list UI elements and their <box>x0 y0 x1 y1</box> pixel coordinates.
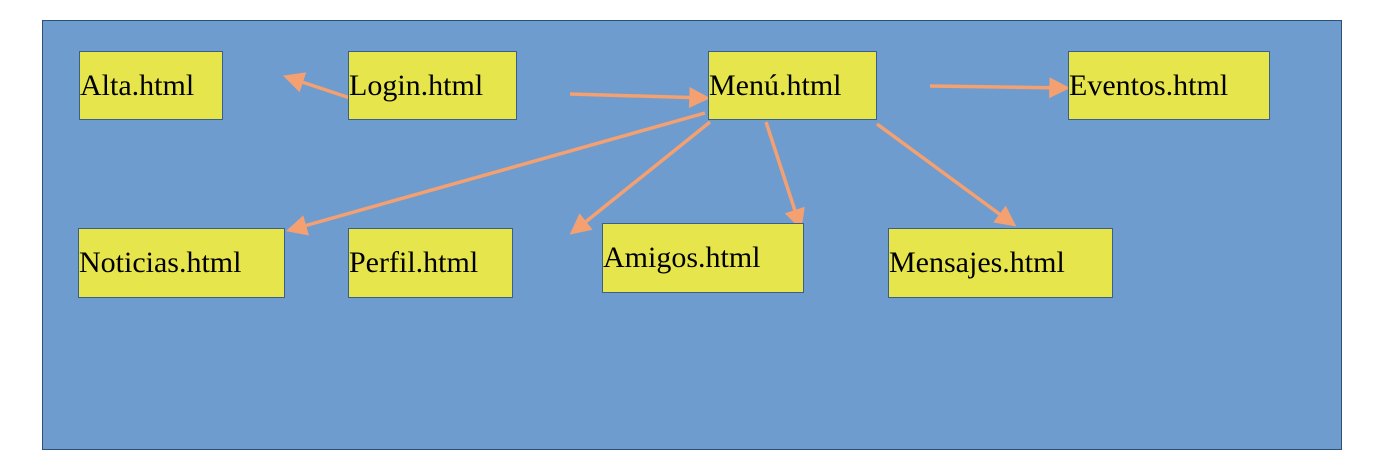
node-alta: Alta.html <box>79 51 223 120</box>
arrow-menu-to-perfil <box>569 120 712 235</box>
node-noticias: Noticias.html <box>78 228 285 298</box>
arrow-menu-to-eventos <box>929 77 1071 99</box>
node-menu: Menú.html <box>708 51 877 120</box>
node-amigos: Amigos.html <box>602 223 804 293</box>
arrow-menu-to-amigos <box>764 121 805 230</box>
arrow-login-to-menu <box>569 87 711 109</box>
node-login: Login.html <box>348 51 517 120</box>
arrow-login-to-alta <box>283 72 351 100</box>
arrow-menu-to-noticias <box>285 111 706 236</box>
node-eventos: Eventos.html <box>1068 51 1270 120</box>
arrow-menu-to-mensajes <box>875 122 1017 227</box>
node-perfil: Perfil.html <box>348 228 513 298</box>
node-mensajes: Mensajes.html <box>888 228 1113 298</box>
